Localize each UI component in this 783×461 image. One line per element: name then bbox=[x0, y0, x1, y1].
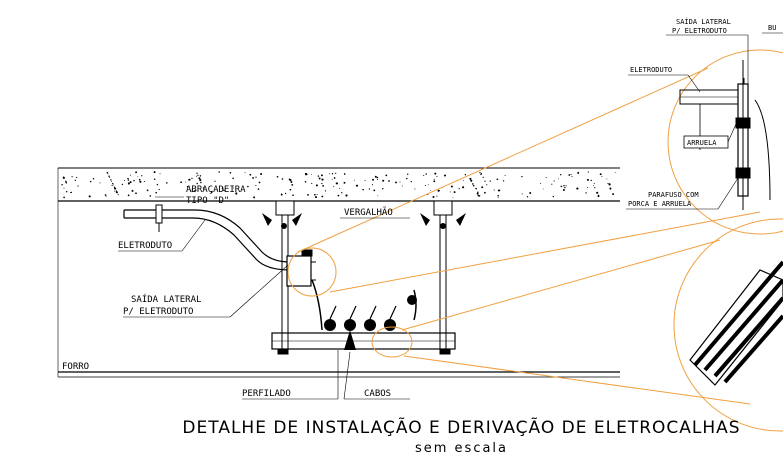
perfilado-tray bbox=[271, 332, 456, 355]
detail-leaders bbox=[287, 49, 783, 432]
label-forro: FORRO bbox=[62, 362, 89, 372]
label-detail-parafuso-2: PORCA E ARRUELA bbox=[628, 200, 692, 208]
detail-cables-tray bbox=[689, 260, 783, 386]
label-detail-saida-2: P/ ELETRODUTO bbox=[672, 27, 727, 35]
drawing-subtitle: sem escala bbox=[414, 441, 509, 456]
label-detail-eletroduto: ELETRODUTO bbox=[630, 66, 672, 74]
label-saida-lateral-1: SAÍDA LATERAL bbox=[131, 293, 201, 305]
forro-ceiling bbox=[57, 168, 620, 378]
label-saida-lateral-2: P/ ELETRODUTO bbox=[123, 307, 193, 317]
concrete-slab bbox=[58, 167, 620, 202]
label-vergalhao: VERGALHÃO bbox=[344, 207, 393, 218]
label-detail-saida-1: SAÍDA LATERAL bbox=[676, 17, 731, 26]
detail-saida-lateral bbox=[679, 60, 771, 210]
label-perfilado: PERFILADO bbox=[242, 389, 291, 399]
drawing-title: DETALHE DE INSTALAÇÃO E DERIVAÇÃO DE ELE… bbox=[182, 418, 741, 438]
label-detail-parafuso-1: PARAFUSO COM bbox=[648, 191, 699, 199]
label-cabos: CABOS bbox=[364, 389, 391, 399]
label-abracadeira-1: ABRAÇADEIRA bbox=[186, 185, 246, 195]
label-detail-bu: BU bbox=[768, 24, 776, 32]
cables bbox=[311, 279, 417, 350]
concrete-texture bbox=[61, 171, 616, 199]
label-abracadeira-2: TIPO "D" bbox=[186, 196, 229, 206]
label-eletroduto: ELETRODUTO bbox=[118, 241, 172, 251]
saida-lateral-box bbox=[286, 249, 316, 287]
anchor-bolts bbox=[262, 213, 466, 229]
eletroduto-pipe bbox=[123, 204, 291, 271]
label-detail-arruela: ARRUELA bbox=[687, 139, 717, 147]
